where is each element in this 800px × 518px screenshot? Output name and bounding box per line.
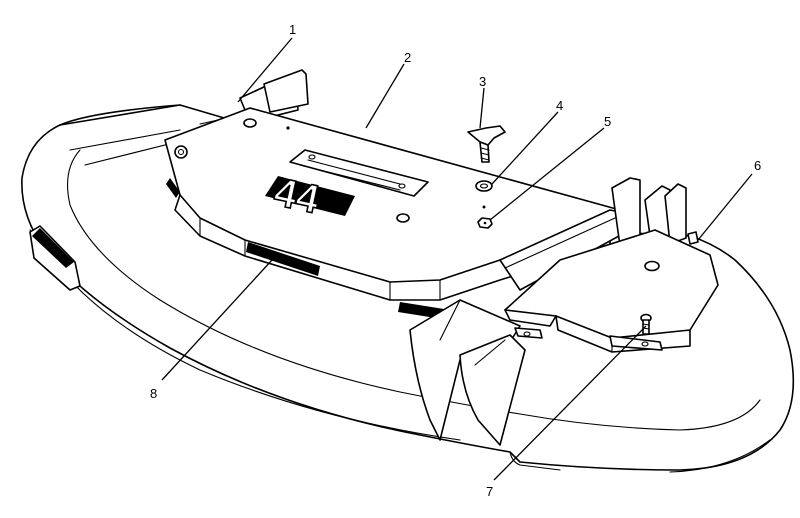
leader-line-1 [237,37,293,103]
leader-line-7 [493,325,647,481]
callout-labels: 1 2 3 4 5 6 7 8 [150,22,761,499]
leader-line-8 [161,259,273,381]
callout-4: 4 [556,98,563,113]
deck-cover: 44 [164,107,621,326]
callout-3: 3 [479,74,486,89]
leader-line-3 [479,87,485,129]
side-rail-assembly [409,177,687,446]
knob-hardware [467,125,506,229]
callout-2: 2 [404,50,411,65]
callout-8: 8 [150,386,157,401]
callout-6: 6 [754,158,761,173]
leader-line-4 [491,111,559,185]
belt-cover-housing [504,229,719,353]
callout-5: 5 [604,114,611,129]
bolt [640,313,652,335]
callout-7: 7 [486,484,493,499]
callout-1: 1 [289,22,296,37]
leader-lines [161,37,753,481]
leader-line-5 [489,127,605,221]
deck-size-decal: 44 [270,170,323,222]
leader-line-2 [365,63,405,129]
leader-line-6 [697,173,753,241]
